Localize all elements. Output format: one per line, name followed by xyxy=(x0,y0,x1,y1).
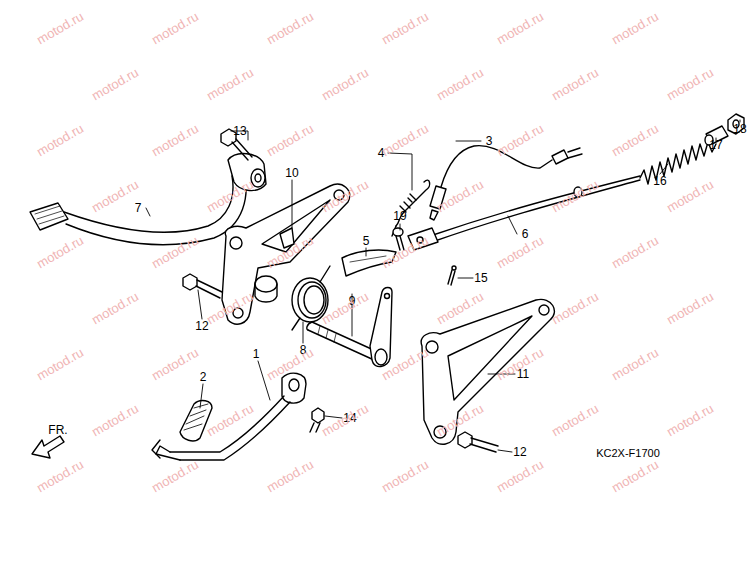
shift-lever xyxy=(152,373,306,460)
watermark: motod.ru xyxy=(35,10,86,47)
cotter-pin xyxy=(448,266,456,285)
callout-number: 10 xyxy=(285,167,298,179)
leader-lines xyxy=(146,120,740,452)
watermark: motod.ru xyxy=(610,234,661,271)
watermark: motod.ru xyxy=(205,66,256,103)
watermark: motod.ru xyxy=(35,234,86,271)
watermark: motod.ru xyxy=(90,402,141,439)
switch-spring xyxy=(392,180,430,236)
callout-number: 13 xyxy=(233,125,246,137)
watermark: motod.ru xyxy=(90,290,141,327)
callout-number: 16 xyxy=(653,175,666,187)
callout-number: 6 xyxy=(522,228,529,240)
watermark: motod.ru xyxy=(265,10,316,47)
watermark: motod.ru xyxy=(150,458,201,495)
diagram-code: KC2X-F1700 xyxy=(596,448,660,459)
watermark: motod.ru xyxy=(495,122,546,159)
rod-spring xyxy=(640,142,716,184)
watermark: motod.ru xyxy=(495,458,546,495)
watermark: motod.ru xyxy=(205,178,256,215)
callout-number: 18 xyxy=(733,123,746,135)
watermark: motod.ru xyxy=(550,290,601,327)
watermark: motod.ru xyxy=(150,122,201,159)
bolt xyxy=(183,274,222,298)
watermark: motod.ru xyxy=(380,10,431,47)
watermark: motod.ru xyxy=(665,402,716,439)
watermark: motod.ru xyxy=(550,402,601,439)
watermark: motod.ru xyxy=(550,178,601,215)
watermark: motod.ru xyxy=(610,346,661,383)
callout-number: 15 xyxy=(474,272,487,284)
watermark: motod.ru xyxy=(150,10,201,47)
front-arrow xyxy=(32,436,64,458)
callout-number: 7 xyxy=(135,202,142,214)
callout-number: 2 xyxy=(200,371,207,383)
shift-rubber xyxy=(180,401,212,441)
callout-number: FR. xyxy=(48,424,67,436)
watermark: motod.ru xyxy=(380,122,431,159)
watermark: motod.ru xyxy=(150,234,201,271)
watermark: motod.ru xyxy=(320,402,371,439)
watermark: motod.ru xyxy=(380,458,431,495)
watermark: motod.ru xyxy=(150,346,201,383)
watermark: motod.ru xyxy=(495,10,546,47)
callout-number: 12 xyxy=(195,320,208,332)
watermark: motod.ru xyxy=(90,178,141,215)
watermark: motod.ru xyxy=(35,122,86,159)
brake-rod xyxy=(408,176,640,250)
watermark: motod.ru xyxy=(435,66,486,103)
watermark: motod.ru xyxy=(90,66,141,103)
callout-number: 19 xyxy=(393,210,406,222)
watermark: motod.ru xyxy=(610,458,661,495)
callout-number: 1 xyxy=(253,348,260,360)
watermark: motod.ru xyxy=(35,346,86,383)
watermark: motod.ru xyxy=(550,66,601,103)
brake-shaft xyxy=(307,288,392,367)
callout-number: 12 xyxy=(513,446,526,458)
watermark: motod.ru xyxy=(265,458,316,495)
bolt xyxy=(458,432,498,452)
watermark: motod.ru xyxy=(35,458,86,495)
watermark: motod.ru xyxy=(320,66,371,103)
watermark: motod.ru xyxy=(665,290,716,327)
watermark: motod.ru xyxy=(665,178,716,215)
watermark: motod.ru xyxy=(495,234,546,271)
watermark: motod.ru xyxy=(610,122,661,159)
callout-number: 3 xyxy=(486,135,493,147)
callout-number: 17 xyxy=(709,139,722,151)
watermark: motod.ru xyxy=(665,66,716,103)
callout-number: 5 xyxy=(363,235,370,247)
watermark: motod.ru xyxy=(265,122,316,159)
watermark: motod.ru xyxy=(610,10,661,47)
